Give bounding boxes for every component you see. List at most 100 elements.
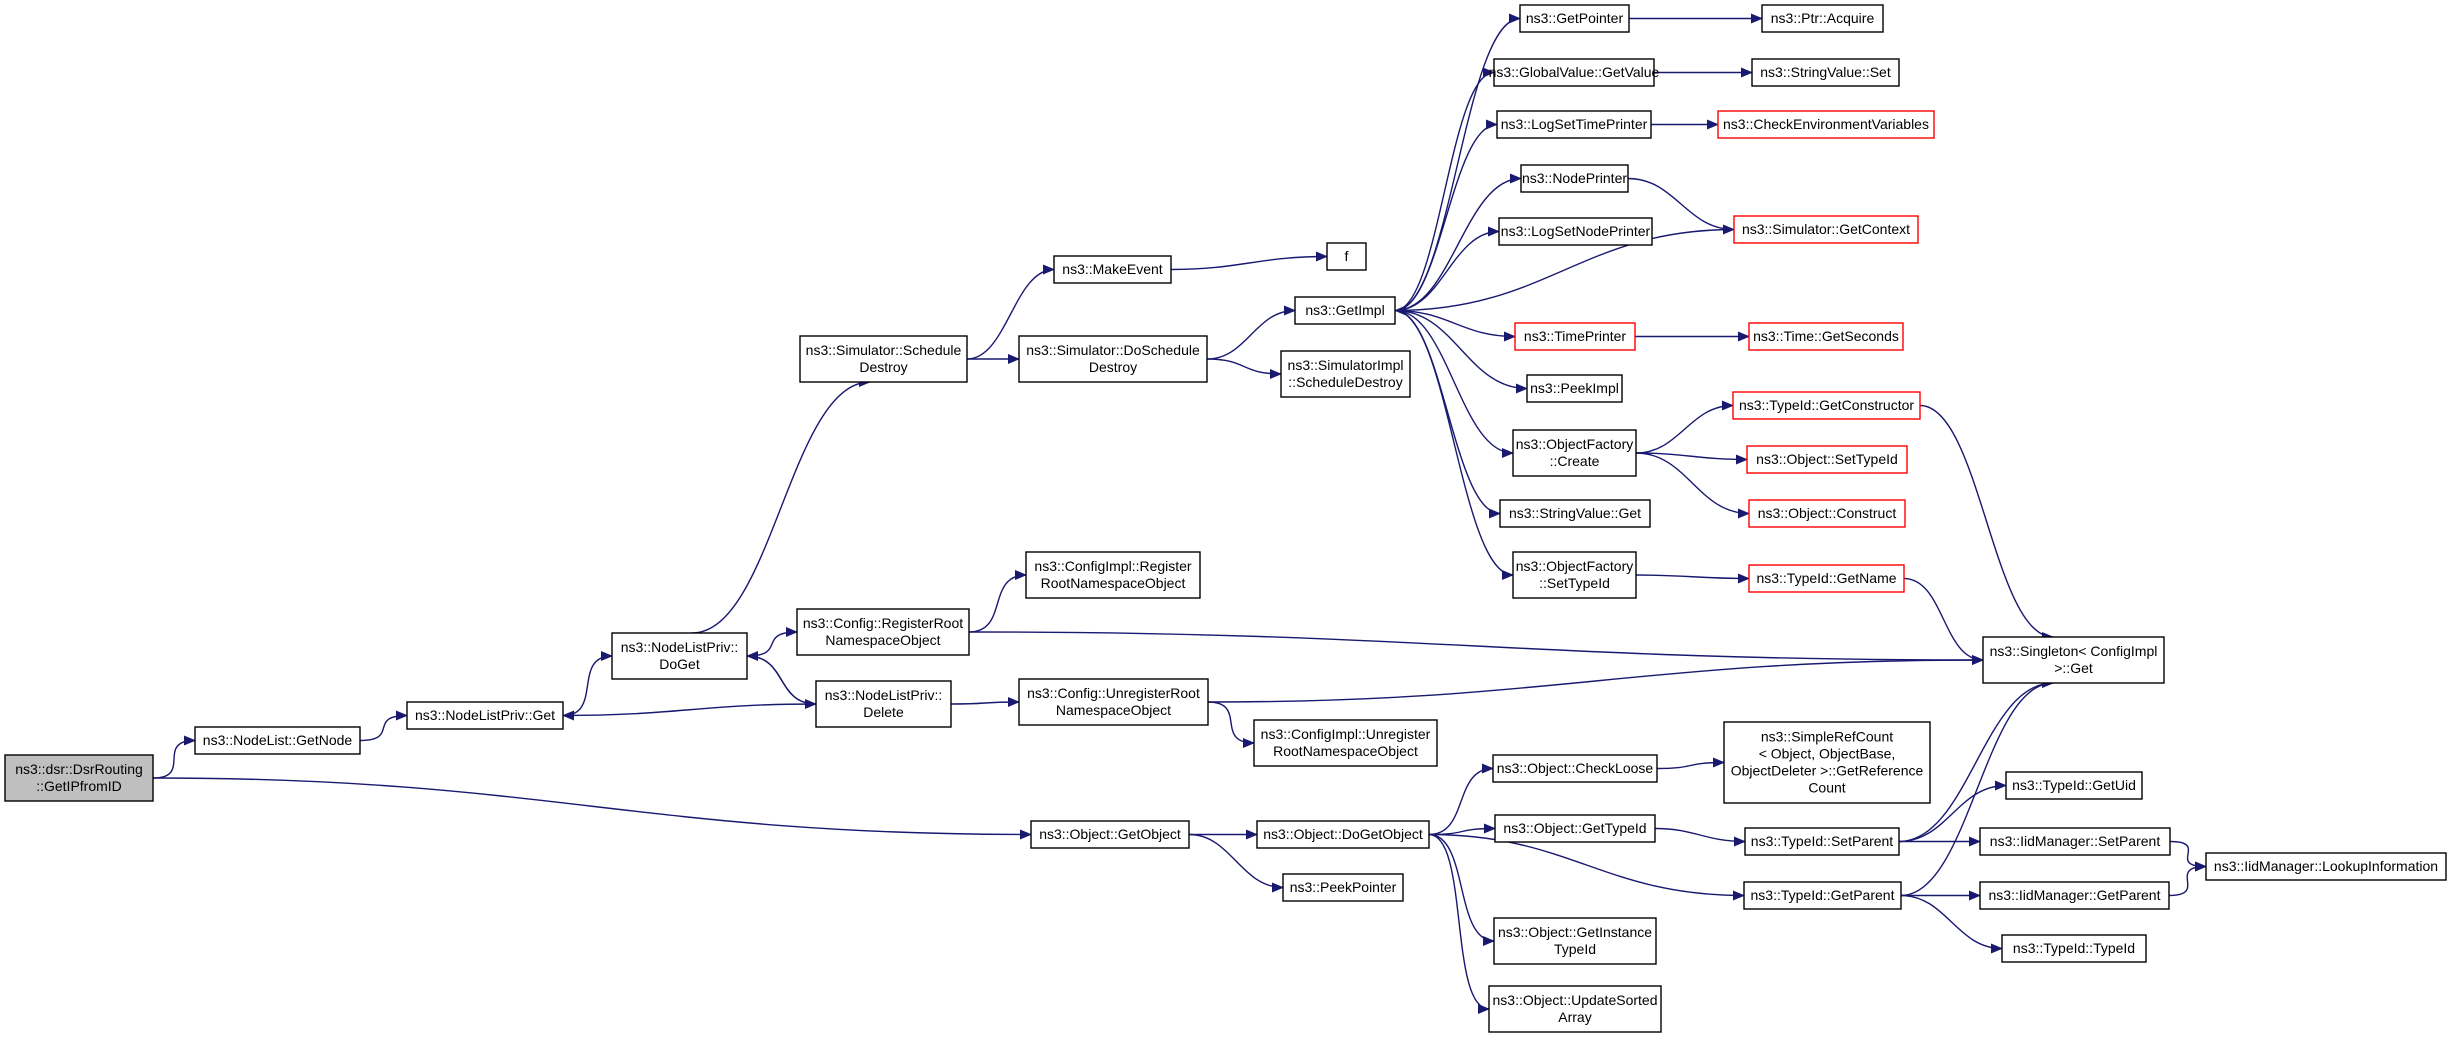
edge-object-dogetobject-to-object-checkloose [1428,763,1494,836]
node-box [796,608,970,656]
node-cfgimpl-unregister[interactable]: ns3::ConfigImpl::UnregisterRootNamespace… [1253,719,1438,767]
node-label: ns3::StringValue::Set [1760,64,1891,80]
node-typeid-setparent[interactable]: ns3::TypeId::SetParent [1744,827,1900,856]
edge-typeid-setparent-to-singleton-get [1898,678,2054,843]
edge-getimpl-to-logsetnodeprinter [1394,226,1500,312]
node-label: Array [1558,1009,1591,1025]
node-label: f [1345,248,1349,264]
node-singleton-get[interactable]: ns3::Singleton< ConfigImpl >::Get [1982,636,2165,684]
node-box [799,335,968,383]
node-label: ns3::Object::SetTypeId [1756,451,1898,467]
node-getimpl[interactable]: ns3::GetImpl [1294,296,1396,325]
node-cfg-unregister[interactable]: ns3::Config::UnregisterRootNamespaceObje… [1018,678,1209,726]
node-label: ns3::Object::CheckLoose [1497,760,1654,776]
node-iidmanager-getparent[interactable]: ns3::IidManager::GetParent [1979,881,2170,910]
edge-getimpl-to-objfactory-create [1394,309,1514,458]
node-globalvalue-getvalue[interactable]: ns3::GlobalValue::GetValue [1489,58,1660,87]
node-label: Destroy [859,359,907,375]
node-box [1496,110,1652,139]
edge-typeid-getparent-to-singleton-get [1900,678,2054,897]
node-label: ns3::Object::GetInstance [1498,924,1652,940]
node-box [1520,164,1629,193]
node-nlp-doget[interactable]: ns3::NodeListPriv::DoGet [611,632,748,680]
edge-cfg-unregister-to-singleton-get [1207,655,1984,703]
node-box [1282,873,1404,902]
node-nlp-delete[interactable]: ns3::NodeListPriv::Delete [815,680,952,728]
edge-sim-getcontext-to-getimpl [1394,228,1735,316]
node-stringvalue-set[interactable]: ns3::StringValue::Set [1751,58,1900,87]
edge-cfg-unregister-to-cfgimpl-unregister [1207,701,1255,748]
node-simimpl-scheduledestroy[interactable]: ns3::SimulatorImpl::ScheduleDestroy [1280,350,1411,398]
node-box [1761,4,1884,33]
node-nl-getnode[interactable]: ns3::NodeList::GetNode [194,726,361,755]
node-layer: ns3::dsr::DsrRouting::GetIPfromID ns3::No… [4,4,2447,1033]
node-typeid-getconstructor[interactable]: ns3::TypeId::GetConstructor [1732,391,1921,420]
node-label: ::Create [1550,453,1600,469]
node-f[interactable]: f [1326,242,1367,271]
node-label: ns3::Object::GetTypeId [1503,820,1646,836]
node-label: ns3::Config::RegisterRoot [803,615,963,631]
node-label: ::GetIPfromID [36,778,122,794]
node-label: TypeId [1554,941,1596,957]
node-iidmanager-lookupinfo[interactable]: ns3::IidManager::LookupInformation [2205,852,2447,881]
node-time-getseconds[interactable]: ns3::Time::GetSeconds [1748,322,1904,351]
node-label: ns3::NodeList::GetNode [203,732,353,748]
node-box [1744,827,1900,856]
node-typeid-getname[interactable]: ns3::TypeId::GetName [1748,564,1905,593]
node-label: ns3::Singleton< ConfigImpl [1990,643,2158,659]
node-timeprinter[interactable]: ns3::TimePrinter [1514,322,1636,351]
node-nodeprinter[interactable]: ns3::NodePrinter [1520,164,1629,193]
node-objfactory-create[interactable]: ns3::ObjectFactory::Create [1512,429,1637,477]
node-ptr-acquire[interactable]: ns3::Ptr::Acquire [1761,4,1884,33]
node-peekpointer[interactable]: ns3::PeekPointer [1282,873,1404,902]
edge-getimpl-to-peekimpl [1394,309,1528,394]
node-getpointer[interactable]: ns3::GetPointer [1519,4,1630,33]
edge-root-to-nl-getnode [152,735,196,779]
node-sim-schedule-destroy[interactable]: ns3::Simulator::ScheduleDestroy [799,335,968,383]
edge-layer [152,13,2207,1014]
node-sim-getcontext[interactable]: ns3::Simulator::GetContext [1733,215,1919,244]
node-checkenv[interactable]: ns3::CheckEnvironmentVariables [1717,110,1935,139]
node-iidmanager-setparent[interactable]: ns3::IidManager::SetParent [1979,827,2171,856]
node-typeid-typeid[interactable]: ns3::TypeId::TypeId [2001,934,2147,963]
edge-nlp-doget-to-cfg-register [746,627,798,657]
node-box [1748,322,1904,351]
node-label: RootNamespaceObject [1041,575,1186,591]
node-box [2205,852,2447,881]
node-box [1982,636,2165,684]
node-makeevent[interactable]: ns3::MakeEvent [1053,255,1172,284]
node-root[interactable]: ns3::dsr::DsrRouting::GetIPfromID [4,754,154,802]
node-label: ns3::GetImpl [1305,302,1384,318]
edge-makeevent-to-f [1170,251,1328,271]
node-label: ns3::StringValue::Get [1509,505,1641,521]
node-stringvalue-get[interactable]: ns3::StringValue::Get [1499,499,1651,528]
node-objfactory-settypeid[interactable]: ns3::ObjectFactory::SetTypeId [1512,551,1637,599]
node-object-gettypeid[interactable]: ns3::Object::GetTypeId [1494,814,1656,843]
node-logsetnodeprinter[interactable]: ns3::LogSetNodePrinter [1498,217,1653,246]
node-box [1723,721,1931,804]
node-object-construct[interactable]: ns3::Object::Construct [1748,499,1906,528]
node-object-getobject[interactable]: ns3::Object::GetObject [1030,820,1190,849]
node-typeid-getparent[interactable]: ns3::TypeId::GetParent [1743,881,1902,910]
node-label: ns3::Time::GetSeconds [1753,328,1899,344]
node-cfgimpl-register[interactable]: ns3::ConfigImpl::RegisterRootNamespaceOb… [1025,551,1201,599]
node-box [1488,985,1662,1033]
node-object-checkloose[interactable]: ns3::Object::CheckLoose [1492,754,1658,783]
node-peekimpl[interactable]: ns3::PeekImpl [1526,374,1623,403]
node-box [1253,719,1438,767]
node-typeid-getuid[interactable]: ns3::TypeId::GetUid [2005,771,2143,800]
node-label: ns3::ObjectFactory [1516,558,1634,574]
edge-iidmanager-setparent-to-iidmanager-lookupinfo [2169,840,2207,872]
node-nlp-get[interactable]: ns3::NodeListPriv::Get [406,701,564,730]
node-logsettimeprinter[interactable]: ns3::LogSetTimePrinter [1496,110,1652,139]
node-label: ns3::MakeEvent [1062,261,1162,277]
node-box [1498,217,1653,246]
node-object-dogetobject[interactable]: ns3::Object::DoGetObject [1256,820,1430,849]
node-object-settypeid[interactable]: ns3::Object::SetTypeId [1746,445,1908,474]
node-simplerefcount[interactable]: ns3::SimpleRefCount< Object, ObjectBase,… [1723,721,1931,804]
node-label: ::ScheduleDestroy [1288,374,1402,390]
